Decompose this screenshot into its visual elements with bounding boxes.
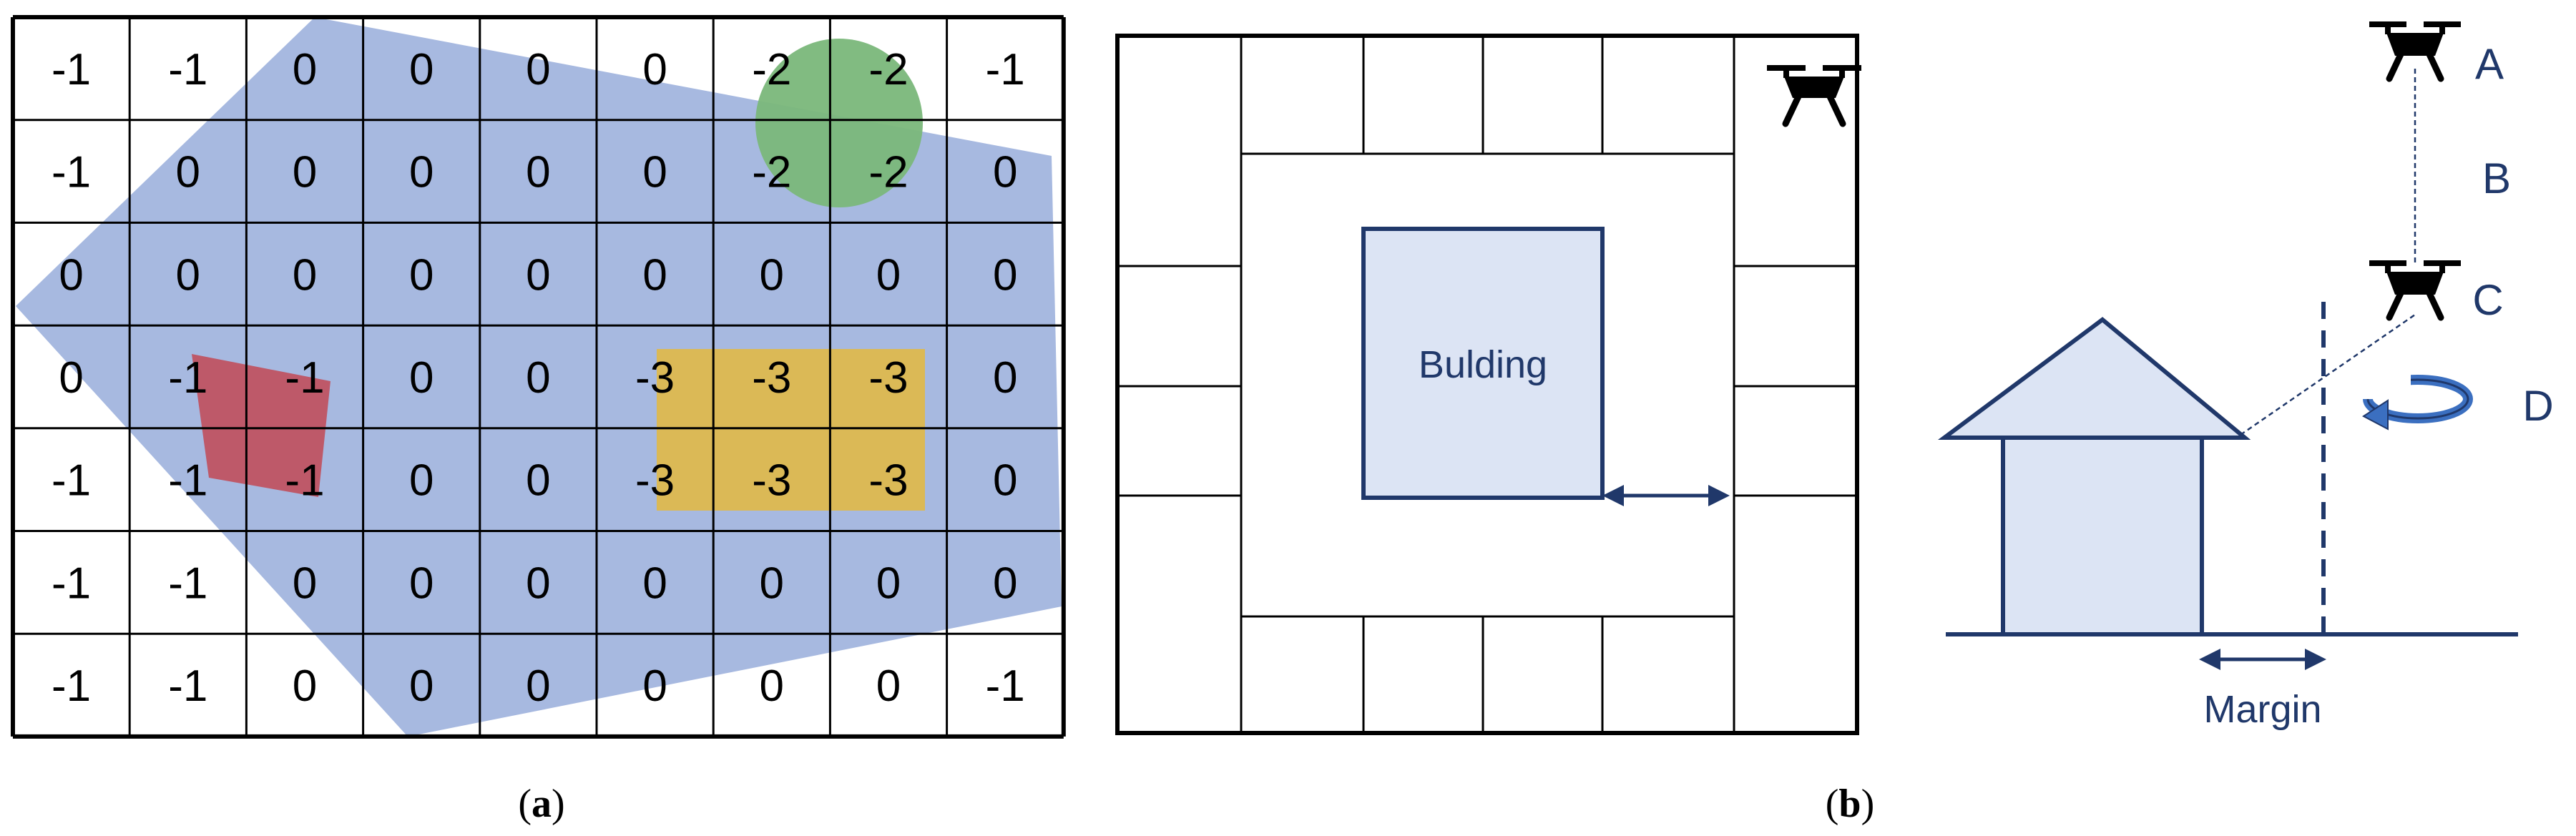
grid-a-cell-value: 0 bbox=[59, 250, 83, 300]
grid-b-border bbox=[1115, 34, 1859, 735]
grid-a-cell-value: 0 bbox=[876, 662, 901, 711]
grid-a-cell-value: 0 bbox=[59, 353, 83, 403]
grid-a-cell-value: 0 bbox=[409, 353, 434, 403]
grid-a-cell-value: 0 bbox=[876, 559, 901, 608]
panel-a: -1 -1 0 0 0 0 -2 -2 -1 -1 0 0 0 0 0 -2 -2 0 0 0 0 0 0 0 0 0 0 0 -1 -1… bbox=[11, 15, 1066, 826]
grid-a-cell-value: 0 bbox=[642, 662, 667, 711]
grid-a-cell-value: 0 bbox=[642, 250, 667, 300]
drone-icon bbox=[1767, 65, 1861, 127]
grid-a-cell-value: 0 bbox=[409, 456, 434, 506]
drone-c-icon bbox=[2369, 260, 2461, 321]
grid-a-cell-value: 0 bbox=[526, 45, 550, 94]
grid-a-cell-value: 0 bbox=[293, 148, 317, 197]
grid-a-cell-value: -1 bbox=[285, 353, 324, 403]
grid-a-cell-value: 0 bbox=[176, 250, 200, 300]
grid-a-cell-value: -3 bbox=[752, 353, 791, 403]
grid-a-cell-value: 0 bbox=[526, 250, 550, 300]
grid-b-cells bbox=[1117, 36, 1857, 733]
grid-a-cell-value: 0 bbox=[526, 148, 550, 197]
margin-label: Margin bbox=[2203, 688, 2321, 731]
caption-b: (b) bbox=[1826, 782, 1874, 826]
grid-a-cell-value: 0 bbox=[526, 559, 550, 608]
grid-a-cell-value: 0 bbox=[642, 559, 667, 608]
grid-a-cell-value: 0 bbox=[876, 250, 901, 300]
grid-a-cell-value: -1 bbox=[52, 45, 91, 94]
grid-a-cell-value: -3 bbox=[635, 353, 675, 403]
grid-a-cell-value: 0 bbox=[993, 148, 1017, 197]
grid-a-cell-value: 0 bbox=[293, 250, 317, 300]
rotate-arrow-icon bbox=[2361, 372, 2473, 431]
grid-a-cell-value: 0 bbox=[293, 559, 317, 608]
grid-a-lines bbox=[11, 15, 1066, 739]
grid-a-cell-value: 0 bbox=[526, 353, 550, 403]
margin-arrow-c bbox=[2199, 649, 2326, 670]
caption-a: (a) bbox=[518, 782, 564, 826]
grid-a-cell-value: 0 bbox=[409, 559, 434, 608]
grid-a-cell-value: -1 bbox=[168, 45, 207, 94]
grid-a-cell-value: -2 bbox=[752, 148, 791, 197]
grid-a-cell-value: 0 bbox=[409, 148, 434, 197]
grid-a-cell-value: -3 bbox=[868, 353, 908, 403]
grid-a-cell-value: 0 bbox=[760, 662, 784, 711]
grid-a-cell-value: -1 bbox=[168, 353, 207, 403]
building-label: Bulding bbox=[1419, 343, 1547, 386]
grid-a-cell-value: 0 bbox=[760, 250, 784, 300]
grid-a-cell-value: -1 bbox=[52, 148, 91, 197]
grid-a-cell-value: 0 bbox=[993, 456, 1017, 506]
grid-a-cell-value: 0 bbox=[760, 559, 784, 608]
label-d: D bbox=[2522, 382, 2553, 430]
yellow-rectangle-obstacle bbox=[657, 349, 925, 511]
grid-a-cell-value: -1 bbox=[52, 662, 91, 711]
grid-a-cell-value: -1 bbox=[168, 662, 207, 711]
grid-a-cell-value: 0 bbox=[409, 662, 434, 711]
grid-a-cell-value: -1 bbox=[168, 456, 207, 506]
grid-a-cell-value: 0 bbox=[993, 353, 1017, 403]
grid-a-cell-value: -1 bbox=[285, 456, 324, 506]
line-of-sight bbox=[2240, 313, 2416, 436]
green-circle-obstacle bbox=[755, 39, 923, 207]
label-b: B bbox=[2482, 154, 2511, 202]
grid-a-cell-value: -1 bbox=[986, 662, 1025, 711]
panel-b: Bulding (b) bbox=[1115, 34, 1874, 826]
panel-c: A B C D Margin bbox=[1937, 21, 2554, 731]
grid-a-cell-value: 0 bbox=[293, 662, 317, 711]
grid-a-cell-value: 0 bbox=[526, 662, 550, 711]
grid-a-cell-value: -1 bbox=[168, 559, 207, 608]
building bbox=[1361, 227, 1605, 500]
grid-a-cell-value: -3 bbox=[752, 456, 791, 506]
grid-a-cell-value: -1 bbox=[52, 559, 91, 608]
grid-a-cell-value: -3 bbox=[635, 456, 675, 506]
grid-a-cell-value: -2 bbox=[868, 45, 908, 94]
label-a: A bbox=[2475, 40, 2504, 88]
margin-arrow-b bbox=[1602, 485, 1730, 506]
grid-a-cell-value: 0 bbox=[993, 250, 1017, 300]
grid-a-cell-value: -1 bbox=[52, 456, 91, 506]
grid-a-cell-value: -3 bbox=[868, 456, 908, 506]
grid-a-cell-value: -2 bbox=[752, 45, 791, 94]
house-body bbox=[2001, 436, 2204, 636]
grid-a-cell-value: -2 bbox=[868, 148, 908, 197]
house-roof bbox=[1937, 317, 2251, 440]
grid-a-cell-value: 0 bbox=[293, 45, 317, 94]
grid-a-cell-value: 0 bbox=[409, 250, 434, 300]
drone-a-icon bbox=[2369, 21, 2461, 82]
grid-a-cell-value: 0 bbox=[176, 148, 200, 197]
grid-a-cell-value: 0 bbox=[526, 456, 550, 506]
grid-a-cell-value: 0 bbox=[993, 559, 1017, 608]
grid-a-cell-value: 0 bbox=[642, 148, 667, 197]
label-c: C bbox=[2472, 276, 2503, 324]
red-polygon-obstacle bbox=[192, 354, 330, 497]
grid-a-cell-value: 0 bbox=[409, 45, 434, 94]
grid-a-values: -1 -1 0 0 0 0 -2 -2 -1 -1 0 0 0 0 0 -2 -2 0 0 0 0 0 0 0 0 0 0 0 -1 -1… bbox=[52, 45, 1025, 711]
grid-a-cell-value: 0 bbox=[642, 45, 667, 94]
grid-a-cell-value: -1 bbox=[986, 45, 1025, 94]
